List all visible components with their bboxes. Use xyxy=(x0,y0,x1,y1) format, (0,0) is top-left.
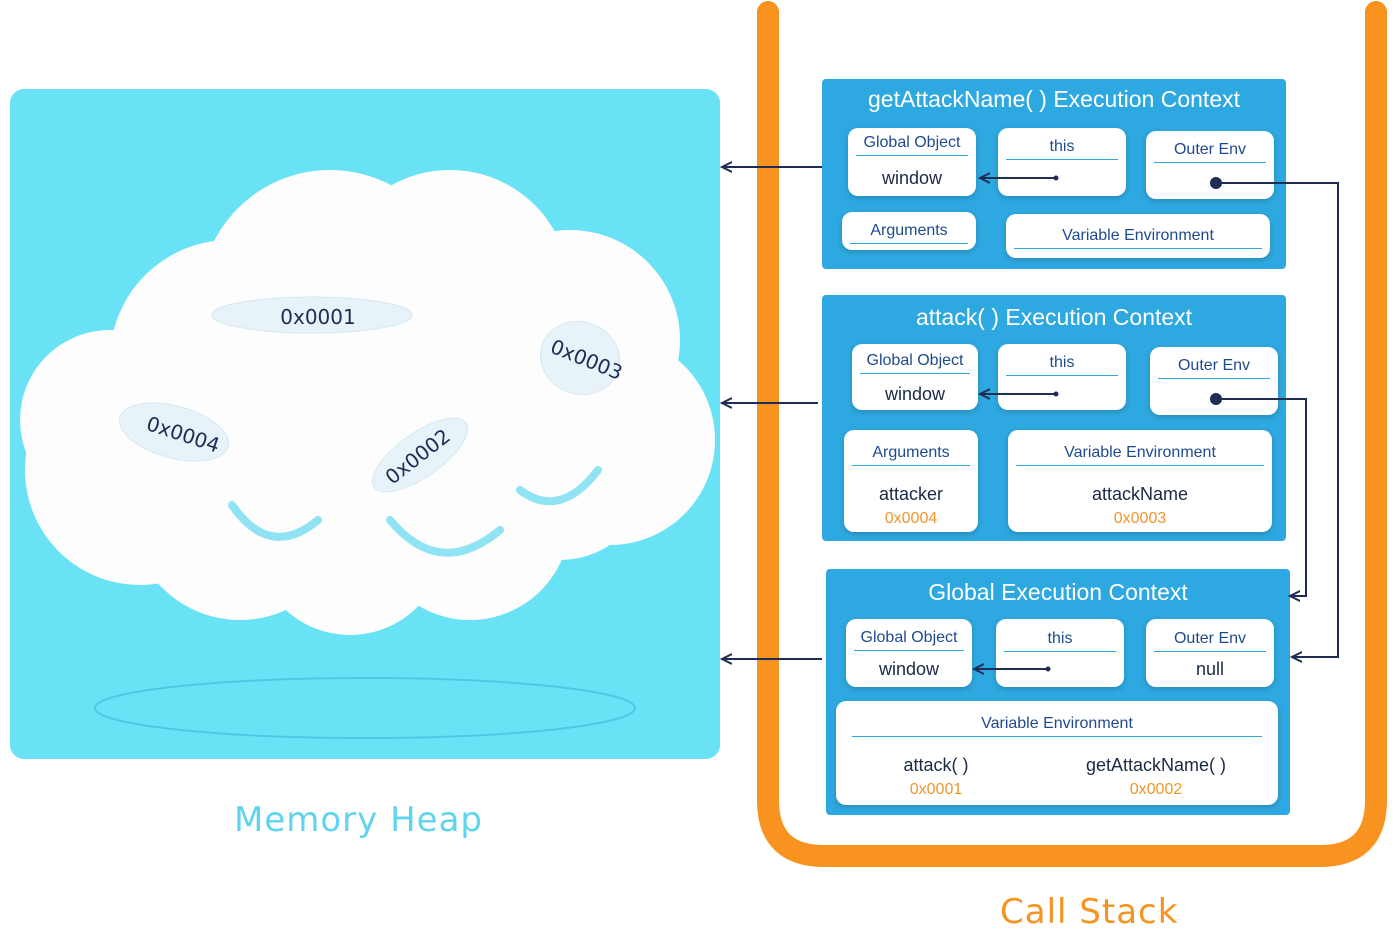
card-header: Outer Env xyxy=(1154,141,1266,163)
card-value: window xyxy=(881,168,943,188)
card-header: Arguments xyxy=(850,222,968,244)
getattackname-execution-context: getAttackName( ) Execution Context Globa… xyxy=(822,79,1286,269)
variable-address: 0x0003 xyxy=(1113,510,1167,527)
context-title: attack( ) Execution Context xyxy=(915,304,1193,330)
card-header: Variable Environment xyxy=(1016,444,1264,466)
context-title: getAttackName( ) Execution Context xyxy=(868,86,1240,112)
card-header: Variable Environment xyxy=(852,715,1262,737)
card-value: window xyxy=(878,659,940,679)
variable-environment-card: Variable Environment attackName 0x0003 xyxy=(1008,430,1272,532)
call-stack-outline xyxy=(757,1,1387,867)
card-header: this xyxy=(1004,630,1116,652)
variable-name: attack( ) xyxy=(903,755,969,775)
global-object-card: Global Object window xyxy=(852,344,978,410)
variable-environment-card: Variable Environment xyxy=(1006,214,1270,258)
this-card: this xyxy=(998,128,1126,196)
global-object-card: Global Object window xyxy=(846,619,972,687)
card-header: this xyxy=(1006,354,1118,376)
outer-env-card: Outer Env xyxy=(1146,131,1274,199)
cloud-shadow xyxy=(94,677,636,739)
variable-address: 0x0002 xyxy=(1129,781,1183,798)
card-header: Variable Environment xyxy=(1014,227,1262,249)
card-header: Arguments xyxy=(852,444,970,466)
attack-execution-context: attack( ) Execution Context Global Objec… xyxy=(822,295,1286,541)
memory-heap-label: Memory Heap xyxy=(234,800,483,840)
card-header: Outer Env xyxy=(1158,357,1270,379)
outer-env-card: Outer Env xyxy=(1150,347,1278,415)
card-header: this xyxy=(1006,138,1118,160)
cloud-shading xyxy=(228,466,602,557)
address-blobs xyxy=(118,296,621,493)
card-value: window xyxy=(884,384,946,404)
card-header: Global Object xyxy=(860,352,970,374)
variable-name: attackName xyxy=(1091,484,1189,504)
card-value: null xyxy=(1195,659,1225,679)
card-header: Outer Env xyxy=(1154,630,1266,652)
card-header: Global Object xyxy=(856,134,968,156)
arguments-card: Arguments attacker 0x0004 xyxy=(844,430,978,532)
arguments-card: Arguments xyxy=(842,212,976,250)
context-title: Global Execution Context xyxy=(928,579,1188,605)
outer-env-card: Outer Env null xyxy=(1146,619,1274,687)
this-card: this xyxy=(998,344,1126,410)
global-object-card: Global Object window xyxy=(848,128,976,196)
heap-address-0x0001: 0x0001 xyxy=(280,305,355,329)
call-stack-label: Call Stack xyxy=(1000,892,1179,932)
global-execution-context: Global Execution Context Global Object w… xyxy=(826,569,1290,815)
this-card: this xyxy=(996,619,1124,687)
variable-name: getAttackName( ) xyxy=(1085,755,1227,775)
cloud xyxy=(20,170,715,635)
argument-name: attacker xyxy=(878,484,944,504)
variable-address: 0x0001 xyxy=(909,781,963,798)
argument-address: 0x0004 xyxy=(884,510,938,527)
variable-environment-card: Variable Environment attack( ) 0x0001 ge… xyxy=(836,701,1278,805)
card-header: Global Object xyxy=(854,629,964,651)
